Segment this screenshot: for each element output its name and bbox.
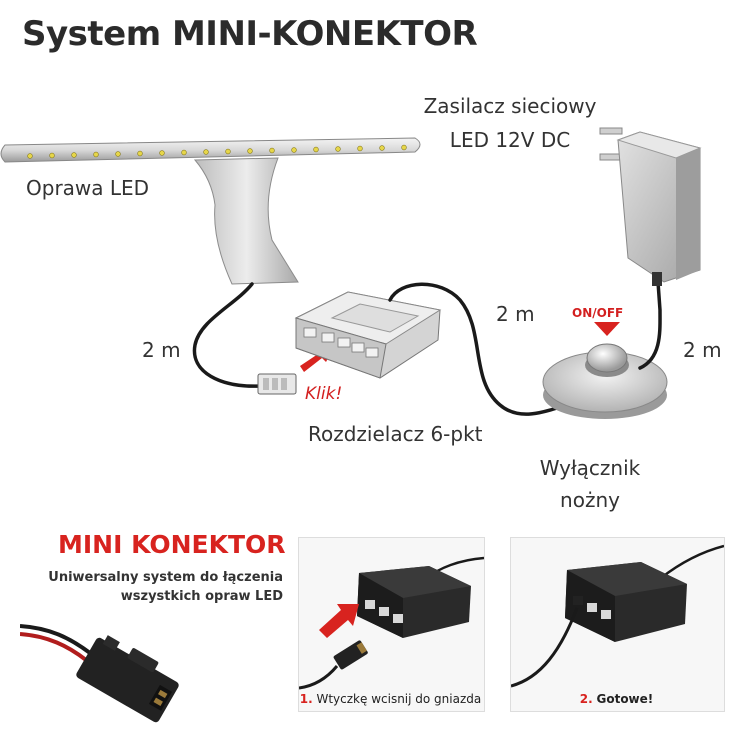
on-off-arrow-icon — [594, 322, 620, 336]
foot-switch-label-line2: nożny — [560, 488, 620, 512]
step1-number: 1. — [299, 692, 313, 706]
mini-konektor-title: MINI KONEKTOR — [58, 530, 286, 559]
connector-closeup — [20, 624, 179, 723]
step1-photo — [298, 537, 485, 712]
led-fixture-arm — [193, 157, 299, 285]
mini-konektor-subtitle-line2: wszystkich opraw LED — [120, 589, 283, 604]
power-supply — [599, 127, 702, 286]
step1-text: Wtyczkę wcisnij do gniazda — [316, 692, 482, 706]
step2-caption: 2. Gotowe! — [510, 692, 723, 706]
cable-left — [192, 282, 264, 388]
led-fixture-label: Oprawa LED — [26, 176, 150, 200]
foot-switch-label-line1: Wyłącznik — [539, 456, 641, 480]
power-supply-label-line2: LED 12V DC — [449, 128, 571, 152]
step2-photo — [510, 537, 725, 712]
step1-image — [299, 556, 484, 690]
step2-text: Gotowe! — [596, 692, 654, 706]
cable-left-length: 2 m — [142, 338, 181, 362]
led-fixture-bar — [0, 137, 421, 163]
step2-image — [511, 544, 724, 688]
on-off-label: ON/OFF — [572, 306, 624, 320]
mini-plug — [257, 373, 297, 395]
cable-right — [638, 280, 662, 370]
cable-middle — [388, 282, 577, 416]
cable-right-length: 2 m — [683, 338, 722, 362]
mini-konektor-subtitle-line1: Uniwersalny system do łączenia — [48, 570, 283, 585]
page-title: System MINI-KONEKTOR — [22, 14, 478, 54]
system-diagram — [0, 127, 702, 419]
step1-arrow-icon — [319, 604, 359, 638]
step2-number: 2. — [579, 692, 593, 706]
splitter-box — [294, 291, 442, 379]
klik-label: Klik! — [305, 384, 343, 404]
cable-middle-length: 2 m — [496, 302, 535, 326]
power-supply-label-line1: Zasilacz sieciowy — [423, 94, 597, 118]
splitter-label: Rozdzielacz 6-pkt — [308, 422, 483, 446]
mini-konektor-subtitle: Uniwersalny system do łączenia wszystkic… — [0, 568, 283, 606]
step1-caption: 1. Wtyczkę wcisnij do gniazda — [298, 692, 483, 706]
foot-switch — [542, 343, 668, 419]
